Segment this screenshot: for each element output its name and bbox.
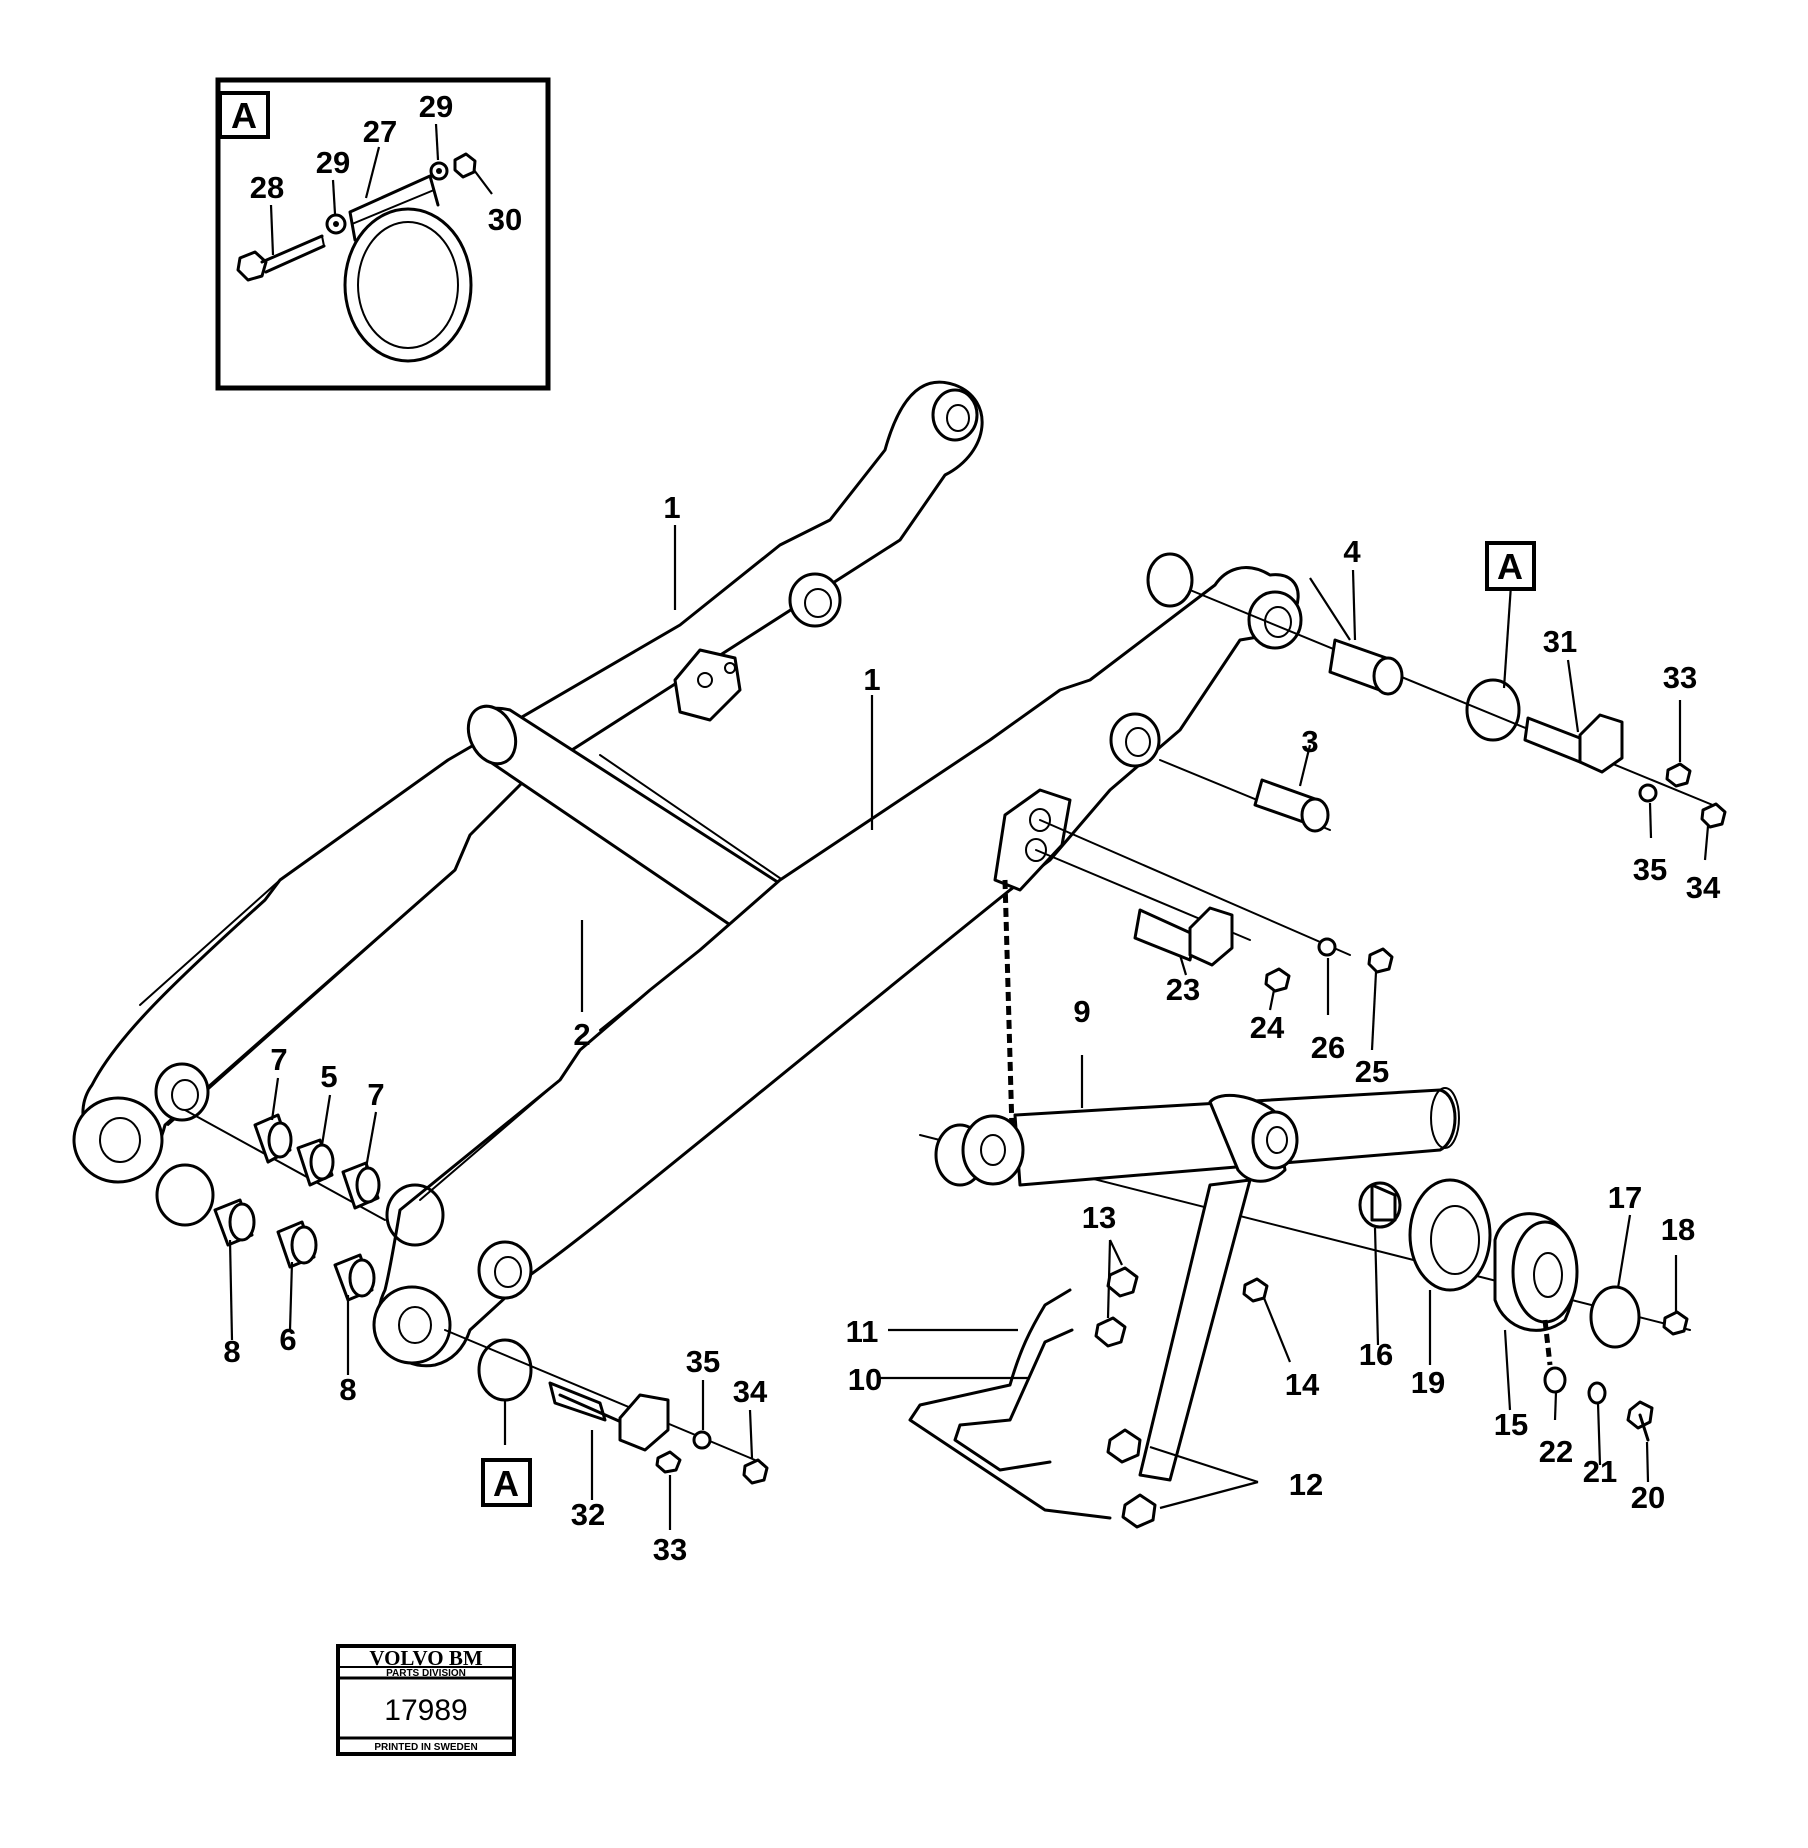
part-label-10: 10 bbox=[848, 1362, 882, 1397]
part-labels: 1 1 2 3 4 5 6 7 7 8 8 9 10 11 12 13 14 1… bbox=[223, 490, 1721, 1567]
part-label-5: 5 bbox=[320, 1059, 337, 1094]
part-label-19: 19 bbox=[1411, 1365, 1445, 1400]
stamp-number: 17989 bbox=[384, 1694, 467, 1727]
part-label-31: 31 bbox=[1543, 624, 1577, 659]
part-label-27: 27 bbox=[363, 114, 397, 149]
detail-box-a: A 28 29 27 29 30 bbox=[215, 77, 551, 391]
pin-32-assembly bbox=[444, 1329, 769, 1530]
part-label-9: 9 bbox=[1073, 994, 1090, 1029]
part-label-6: 6 bbox=[279, 1322, 296, 1357]
part-label-13: 13 bbox=[1082, 1200, 1116, 1235]
part-label-34: 34 bbox=[733, 1374, 768, 1409]
part-label-22: 22 bbox=[1539, 1434, 1573, 1469]
part-label-8: 8 bbox=[339, 1372, 356, 1407]
part-label-29b: 29 bbox=[419, 89, 453, 124]
part-label-1: 1 bbox=[863, 662, 880, 697]
reference-marker-a-upper: A bbox=[1497, 546, 1523, 587]
part-label-32: 32 bbox=[571, 1497, 605, 1532]
detail-box-letter: A bbox=[231, 95, 257, 136]
part-label-8: 8 bbox=[223, 1334, 240, 1369]
part-label-12: 12 bbox=[1289, 1467, 1323, 1502]
part-label-21: 21 bbox=[1583, 1454, 1617, 1489]
part-label-35: 35 bbox=[1633, 852, 1667, 887]
part-label-4: 4 bbox=[1343, 534, 1361, 569]
part-label-35: 35 bbox=[686, 1344, 720, 1379]
part-label-23: 23 bbox=[1166, 972, 1200, 1007]
part-label-30: 30 bbox=[488, 202, 522, 237]
bolt-drawing bbox=[236, 234, 326, 282]
volvo-bm-stamp: VOLVO BM PARTS DIVISION 17989 PRINTED IN… bbox=[336, 1644, 516, 1756]
pin-23-assembly bbox=[1035, 819, 1394, 1051]
part-label-17: 17 bbox=[1608, 1180, 1642, 1215]
part-label-7: 7 bbox=[270, 1042, 287, 1077]
hub-assembly bbox=[1358, 1178, 1689, 1483]
stamp-division: PARTS DIVISION bbox=[386, 1668, 466, 1679]
part-label-15: 15 bbox=[1494, 1407, 1528, 1442]
upper-pin-assembly bbox=[1146, 552, 1727, 861]
stamp-footer: PRINTED IN SWEDEN bbox=[374, 1742, 477, 1753]
part-label-33: 33 bbox=[653, 1532, 687, 1567]
clamp-ring-drawing bbox=[343, 174, 473, 363]
part-label-11: 11 bbox=[846, 1314, 879, 1349]
part-label-26: 26 bbox=[1311, 1030, 1345, 1065]
part-label-28: 28 bbox=[250, 170, 284, 205]
part-label-18: 18 bbox=[1661, 1212, 1695, 1247]
part-label-3: 3 bbox=[1301, 724, 1318, 759]
part-label-34: 34 bbox=[1686, 870, 1721, 905]
part-label-20: 20 bbox=[1631, 1480, 1665, 1515]
bushing-set-left bbox=[155, 1077, 445, 1375]
stamp-brand: VOLVO BM bbox=[369, 1646, 482, 1670]
part-label-33: 33 bbox=[1663, 660, 1697, 695]
part-label-24: 24 bbox=[1250, 1010, 1285, 1045]
reference-marker-a-lower: A bbox=[493, 1463, 519, 1504]
grease-lines bbox=[878, 1239, 1292, 1529]
lift-arm-frame-drawing bbox=[72, 380, 1303, 1368]
part-label-25: 25 bbox=[1355, 1054, 1389, 1089]
part-label-29a: 29 bbox=[316, 145, 350, 180]
part-label-2: 2 bbox=[573, 1017, 590, 1052]
main-leaders bbox=[580, 525, 1351, 1108]
part-label-16: 16 bbox=[1359, 1337, 1393, 1372]
part-label-1: 1 bbox=[663, 490, 680, 525]
part-label-14: 14 bbox=[1285, 1367, 1320, 1402]
part-label-7: 7 bbox=[367, 1077, 384, 1112]
